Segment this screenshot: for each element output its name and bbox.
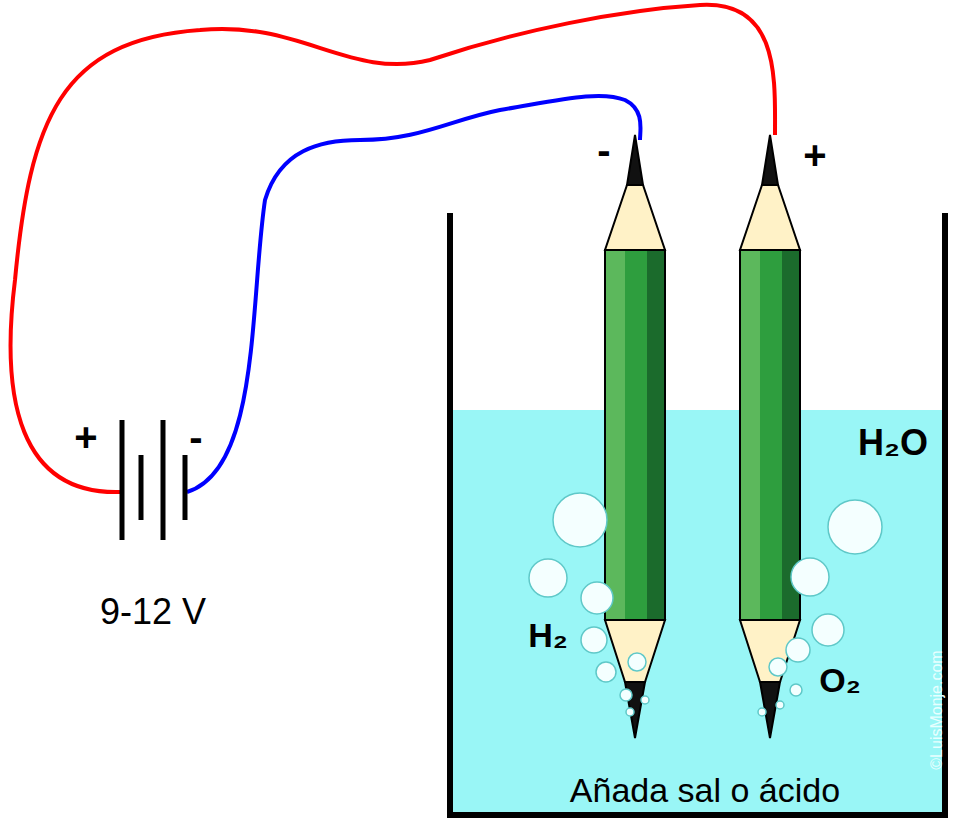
battery-plus: + xyxy=(74,417,97,457)
electrode-minus: - xyxy=(597,130,610,170)
electrode-plus: + xyxy=(803,135,826,175)
oxygen-label: O₂ xyxy=(819,663,861,697)
water xyxy=(453,410,942,812)
blue-wire xyxy=(187,96,641,492)
hydrogen-label: H₂ xyxy=(528,618,568,652)
instruction-note: Añada sal o ácido xyxy=(570,773,840,807)
watermark: ©LuisMonje.com xyxy=(929,650,945,769)
bubbles xyxy=(529,493,882,716)
beaker xyxy=(450,213,945,815)
voltage-label: 9-12 V xyxy=(100,594,206,630)
battery-symbol xyxy=(122,420,185,540)
water-formula: H₂O xyxy=(858,425,928,461)
battery-minus: - xyxy=(189,417,202,457)
pencil-cathode xyxy=(605,135,665,738)
